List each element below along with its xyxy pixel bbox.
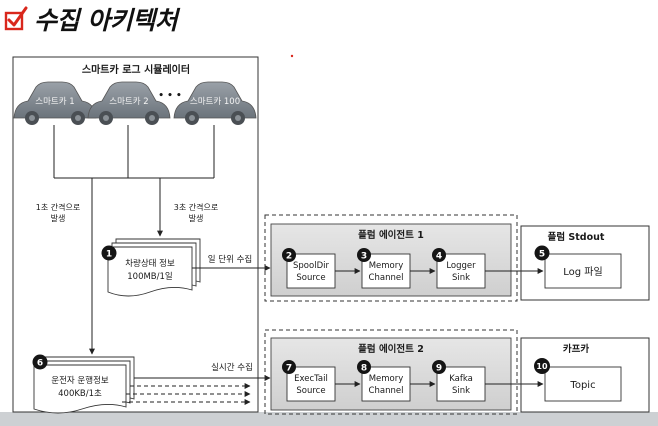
collection-arrows bbox=[122, 265, 271, 405]
svg-text:4: 4 bbox=[436, 252, 442, 262]
car-2: 스마트카 2 bbox=[87, 81, 171, 125]
memory-channel-label-1: Memory bbox=[369, 261, 404, 271]
log-file-label: Log 파일 bbox=[563, 266, 602, 278]
car-connectors bbox=[53, 125, 215, 355]
log-file-box bbox=[544, 253, 622, 289]
logger-label: Logger bbox=[446, 261, 476, 271]
svg-text:3: 3 bbox=[361, 252, 367, 262]
smartcar-simulator: 스마트카 로그 시뮬레이터 스마트카 1 스마트카 2 • • • 스마트카 1… bbox=[12, 56, 259, 414]
realtime-collection-label: 실시간 수집 bbox=[211, 362, 253, 373]
agent1-title: 플럼 에이전트 1 bbox=[358, 229, 424, 241]
svg-text:8: 8 bbox=[361, 364, 367, 374]
svg-text:7: 7 bbox=[286, 364, 292, 374]
kafka-sink-label: Kafka bbox=[449, 374, 473, 384]
step-badge-9 bbox=[432, 360, 446, 374]
flume-agent-1: 플럼 에이전트 1 2 SpoolDir Source 3 Memory Cha… bbox=[264, 214, 544, 302]
step-badge-1 bbox=[101, 245, 117, 261]
interval-right-line2: 발생 bbox=[189, 213, 204, 223]
status-file-label: 차량상태 정보 bbox=[125, 258, 175, 269]
driver-info-file: 6 운전자 운행정보 400KB/1초 bbox=[32, 354, 135, 414]
memory-channel-type-1: Channel bbox=[369, 273, 404, 283]
simulator-title: 스마트카 로그 시뮬레이터 bbox=[82, 63, 190, 76]
page-title: 수집 아키텍처 bbox=[34, 6, 178, 35]
memory-channel-type-2: Channel bbox=[369, 386, 404, 396]
agent2-dashed-frame bbox=[264, 329, 518, 415]
interval-left-line2: 발생 bbox=[51, 213, 66, 223]
step-badge-3 bbox=[357, 248, 371, 262]
page-header: 수집 아키텍처 bbox=[4, 2, 178, 36]
svg-text:2: 2 bbox=[286, 252, 292, 262]
step-badge-4 bbox=[432, 248, 446, 262]
exectail-label: ExecTail bbox=[294, 374, 328, 384]
logger-type: Sink bbox=[452, 273, 470, 283]
car-1: 스마트카 1 bbox=[13, 81, 97, 125]
flume-stdout: 플럼 Stdout 5 Log 파일 bbox=[520, 225, 650, 301]
car-ellipsis: • • • bbox=[158, 91, 182, 101]
kafka-sink-box bbox=[436, 366, 486, 402]
car-label: 스마트카 2 bbox=[109, 97, 148, 107]
logger-sink-box bbox=[436, 253, 486, 289]
svg-text:6: 6 bbox=[37, 359, 43, 369]
exectail-source-box bbox=[286, 366, 336, 402]
memory-channel-box-2 bbox=[361, 366, 411, 402]
svg-text:9: 9 bbox=[436, 364, 442, 374]
interval-right-line1: 3초 간격으로 bbox=[174, 202, 218, 212]
stdout-title: 플럼 Stdout bbox=[548, 231, 605, 243]
bottom-band bbox=[0, 412, 658, 426]
topic-label: Topic bbox=[569, 380, 595, 391]
step-badge-5 bbox=[534, 245, 550, 261]
daily-collection-label: 일 단위 수집 bbox=[208, 254, 253, 265]
svg-text:1: 1 bbox=[106, 250, 112, 260]
svg-text:5: 5 bbox=[539, 250, 545, 260]
exectail-type: Source bbox=[296, 386, 325, 396]
agent1-dashed-frame bbox=[264, 214, 518, 302]
kafka-title: 카프카 bbox=[563, 343, 589, 355]
step-badge-2 bbox=[282, 248, 296, 262]
kafka-cluster: 카프카 10 Topic bbox=[520, 337, 650, 413]
svg-text:10: 10 bbox=[536, 362, 548, 371]
spooldir-type: Source bbox=[296, 273, 325, 283]
memory-channel-label-2: Memory bbox=[369, 374, 404, 384]
checkbox-pen-icon bbox=[4, 6, 28, 31]
car-label: 스마트카 1 bbox=[35, 97, 74, 107]
vehicle-status-file: 1 차량상태 정보 100MB/1일 bbox=[101, 238, 201, 297]
simulator-frame bbox=[12, 56, 259, 413]
agent2-title: 플럼 에이전트 2 bbox=[358, 343, 424, 355]
step-badge-10 bbox=[534, 358, 550, 374]
spooldir-label: SpoolDir bbox=[293, 261, 329, 271]
car-label: 스마트카 100 bbox=[190, 97, 240, 107]
status-file-size: 100MB/1일 bbox=[127, 272, 172, 282]
step-badge-8 bbox=[357, 360, 371, 374]
topic-box bbox=[544, 366, 622, 402]
interval-left-line1: 1초 간격으로 bbox=[36, 202, 80, 212]
kafka-frame bbox=[520, 337, 650, 413]
driver-file-size: 400KB/1초 bbox=[58, 389, 102, 399]
kafka-sink-type: Sink bbox=[452, 386, 470, 396]
driver-file-label: 운전자 운행정보 bbox=[51, 375, 109, 386]
car-100: 스마트카 100 bbox=[173, 81, 257, 125]
step-badge-7 bbox=[282, 360, 296, 374]
stdout-frame bbox=[520, 225, 650, 301]
step-badge-6 bbox=[32, 354, 48, 370]
flume-agent-2: 플럼 에이전트 2 7 ExecTail Source 8 Memory Cha… bbox=[264, 329, 544, 415]
